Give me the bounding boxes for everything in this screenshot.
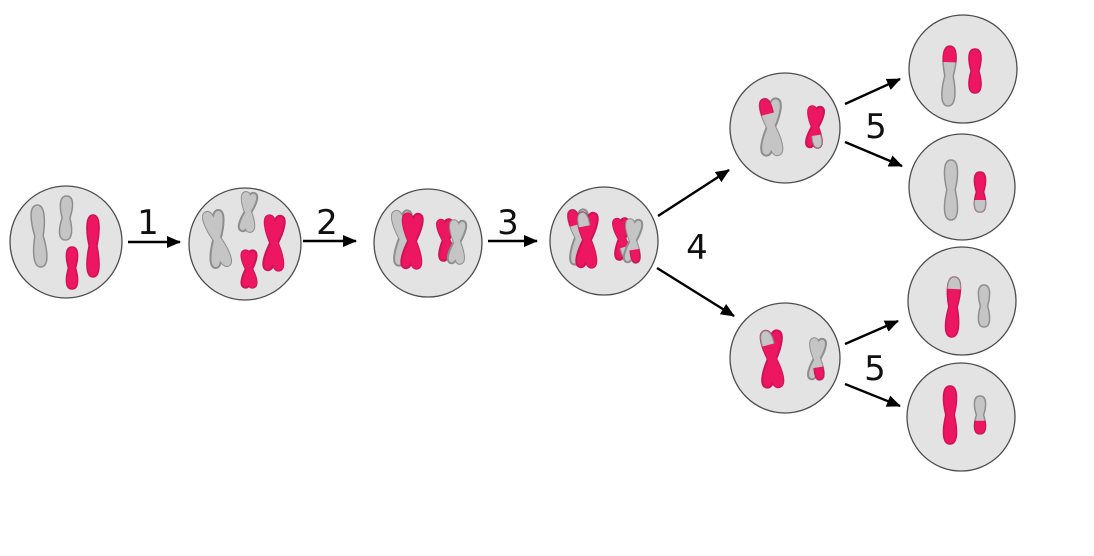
duplicated-chromosome-gray xyxy=(758,97,784,157)
duplicated-chromosome-pink xyxy=(805,105,825,149)
duplicated-chromosome-gray xyxy=(446,219,468,265)
duplicated-chromosome-pink xyxy=(400,212,424,270)
duplicated-chromosome-gray xyxy=(202,209,232,269)
crossover-tip-pink xyxy=(973,420,987,435)
crossover-tip-pink xyxy=(941,45,957,63)
step-label-5: 5 xyxy=(865,107,887,147)
arrow-6 xyxy=(844,77,901,106)
crossover-tip-gray xyxy=(973,200,987,213)
step-label-5: 5 xyxy=(864,349,886,389)
chromosome-pink xyxy=(942,385,958,445)
crossover-tip-pink xyxy=(809,365,825,381)
duplicated-chromosome-gray xyxy=(622,218,644,264)
step-label-2: 2 xyxy=(316,203,338,243)
duplicated-chromosome-gray xyxy=(237,191,259,233)
chromosome-gray xyxy=(977,284,991,328)
cell-gamete-3 xyxy=(907,246,1017,356)
chromosome-pink xyxy=(968,48,982,94)
duplicated-chromosome-pink xyxy=(575,211,599,269)
cell-meiosis1-top xyxy=(729,72,841,184)
arrow-7 xyxy=(844,140,903,168)
step-label-1: 1 xyxy=(137,203,159,243)
cell-gamete-1 xyxy=(908,14,1018,124)
step-label-4: 4 xyxy=(686,228,708,268)
duplicated-chromosome-pink xyxy=(759,329,785,389)
chromosome-gray xyxy=(30,204,48,268)
cell-gamete-2 xyxy=(908,133,1016,241)
cell-meiosis1-bottom xyxy=(729,302,841,414)
duplicated-chromosome-pink xyxy=(240,249,258,289)
arrow-4 xyxy=(657,168,730,218)
chromosome-pink xyxy=(973,171,987,213)
chromosome-pink xyxy=(944,276,962,338)
cell-homolog-pairing xyxy=(373,188,483,298)
cell-crossing-over xyxy=(549,186,659,296)
crossover-tip-pink xyxy=(625,248,641,264)
step-label-3: 3 xyxy=(497,203,519,243)
duplicated-chromosome-gray xyxy=(807,337,827,381)
arrow-9 xyxy=(844,382,901,408)
arrow-8 xyxy=(844,319,899,346)
arrow-5 xyxy=(656,266,735,318)
chromosome-pink xyxy=(65,246,79,290)
chromosome-pink xyxy=(86,214,100,278)
chromosome-gray xyxy=(973,395,987,435)
chromosome-gray xyxy=(943,159,959,221)
cell-gamete-4 xyxy=(906,362,1016,472)
duplicated-chromosome-pink xyxy=(262,214,286,272)
chromosome-gray xyxy=(58,195,74,241)
chromosome-gray xyxy=(941,45,957,107)
crossover-tip-gray xyxy=(807,133,823,149)
